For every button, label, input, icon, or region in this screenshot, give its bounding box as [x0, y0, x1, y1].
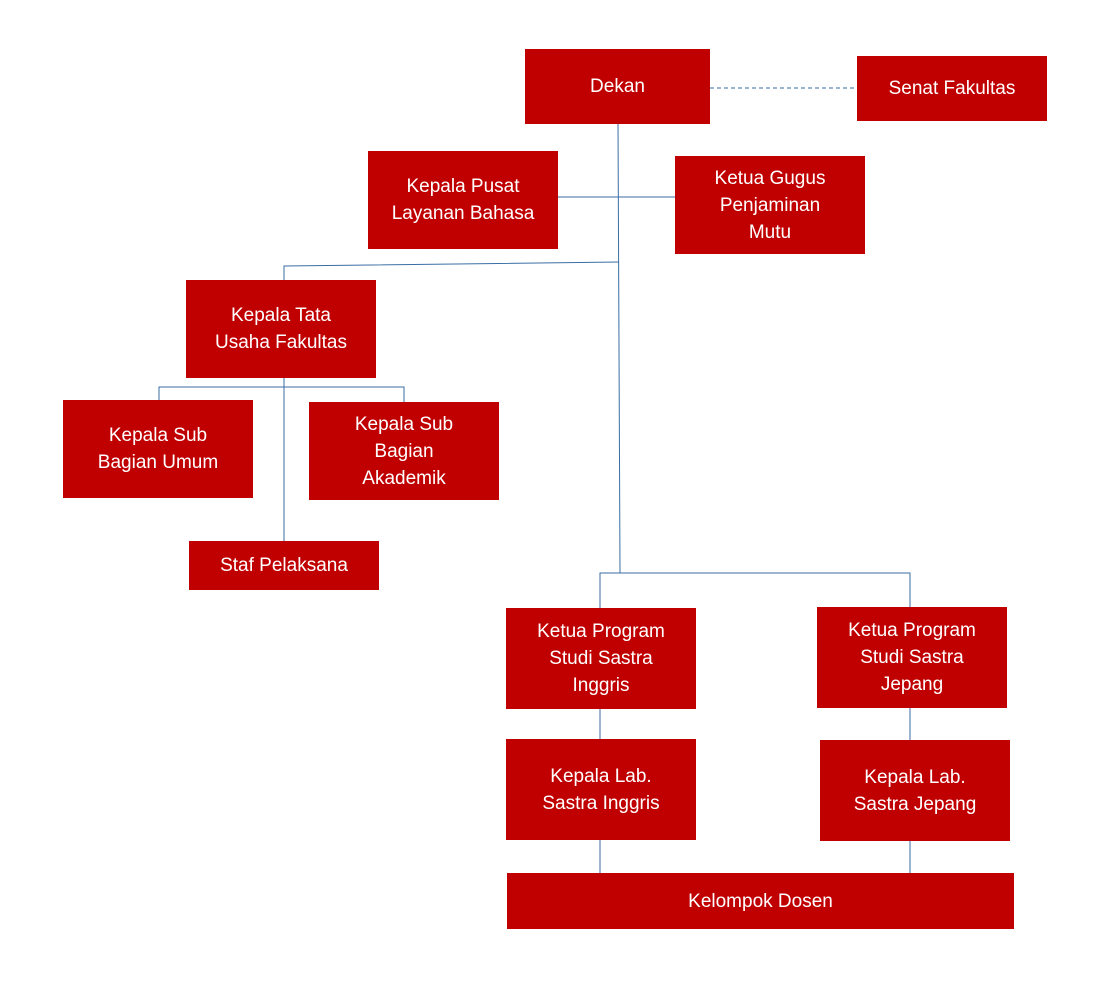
node-kepala-sub-bagian-akademik: Kepala Sub Bagian Akademik [309, 402, 499, 500]
node-senat-fakultas: Senat Fakultas [857, 56, 1047, 121]
node-kepala-sub-bagian-umum: Kepala Sub Bagian Umum [63, 400, 253, 498]
node-ketua-prodi-sastra-jepang: Ketua Program Studi Sastra Jepang [817, 607, 1007, 708]
node-ketua-prodi-sastra-inggris: Ketua Program Studi Sastra Inggris [506, 608, 696, 709]
connector-prodi-bar [599, 572, 911, 608]
node-ketua-gugus-penjaminan-mutu: Ketua Gugus Penjaminan Mutu [675, 156, 865, 254]
node-staf-pelaksana: Staf Pelaksana [189, 541, 379, 590]
node-dekan: Dekan [525, 49, 710, 124]
node-kepala-lab-sastra-jepang: Kepala Lab. Sastra Jepang [820, 740, 1010, 841]
node-kepala-tata-usaha: Kepala Tata Usaha Fakultas [186, 280, 376, 378]
node-kepala-lab-sastra-inggris: Kepala Lab. Sastra Inggris [506, 739, 696, 840]
connector-tata-usaha [283, 261, 620, 280]
node-kepala-pusat-layanan-bahasa: Kepala Pusat Layanan Bahasa [368, 151, 558, 249]
connector-dekan-spine [617, 123, 621, 574]
node-kelompok-dosen: Kelompok Dosen [507, 873, 1014, 929]
connector-sub-akademik [284, 386, 405, 402]
connector-sub-umum [158, 386, 284, 400]
